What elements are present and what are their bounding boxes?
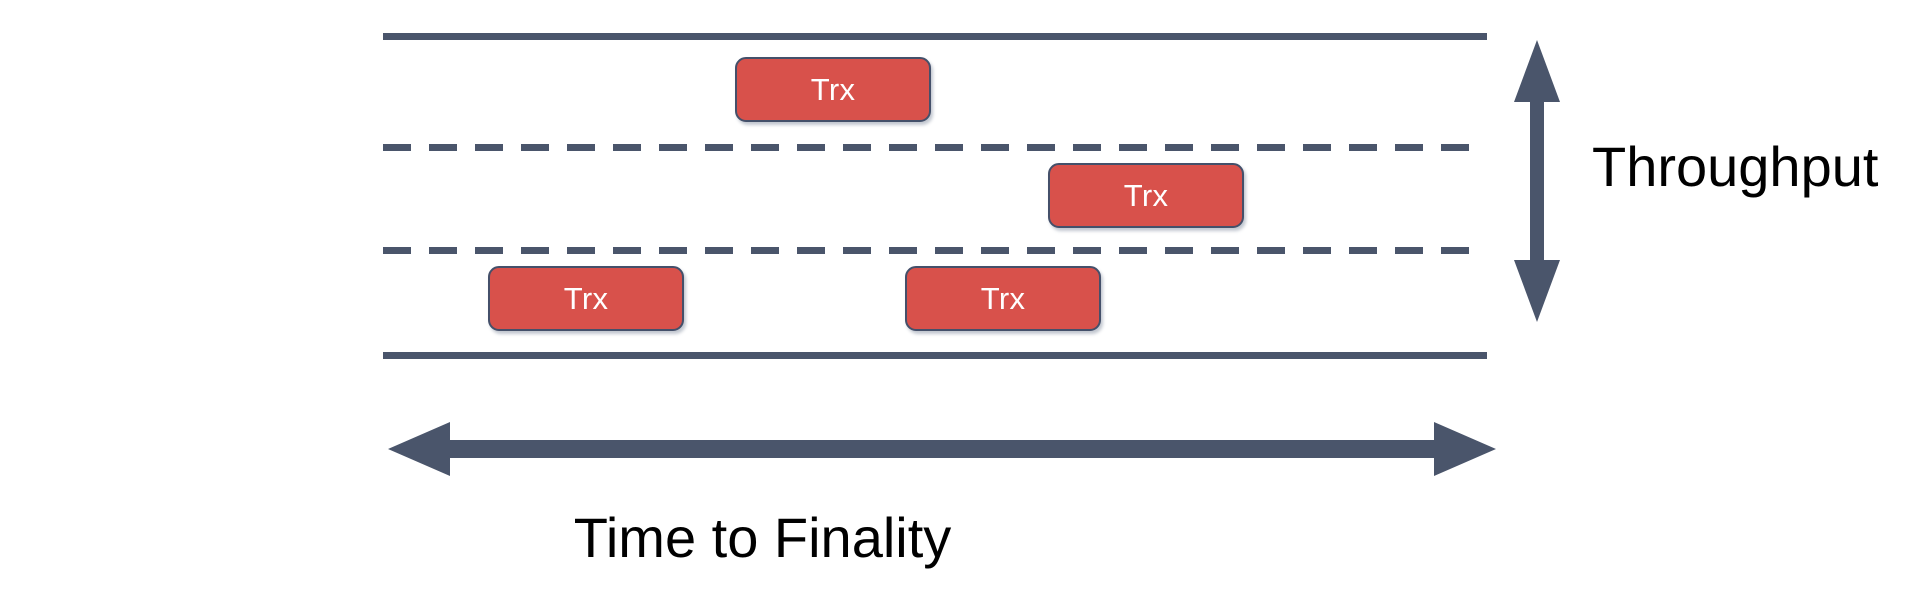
throughput-arrow-icon: [1507, 40, 1567, 322]
lane-boundary-top: [383, 33, 1487, 40]
time-to-finality-label: Time to Finality: [573, 506, 952, 569]
trx-block[interactable]: Trx: [905, 266, 1101, 331]
lane-divider-lower: [383, 247, 1487, 254]
lane-boundary-bottom: [383, 352, 1487, 359]
time-to-finality-arrow-icon: [388, 418, 1496, 480]
trx-block[interactable]: Trx: [488, 266, 684, 331]
lane-divider-upper: [383, 144, 1487, 151]
throughput-label: Throughput: [1592, 135, 1879, 198]
trx-block[interactable]: Trx: [735, 57, 931, 122]
trx-block[interactable]: Trx: [1048, 163, 1244, 228]
